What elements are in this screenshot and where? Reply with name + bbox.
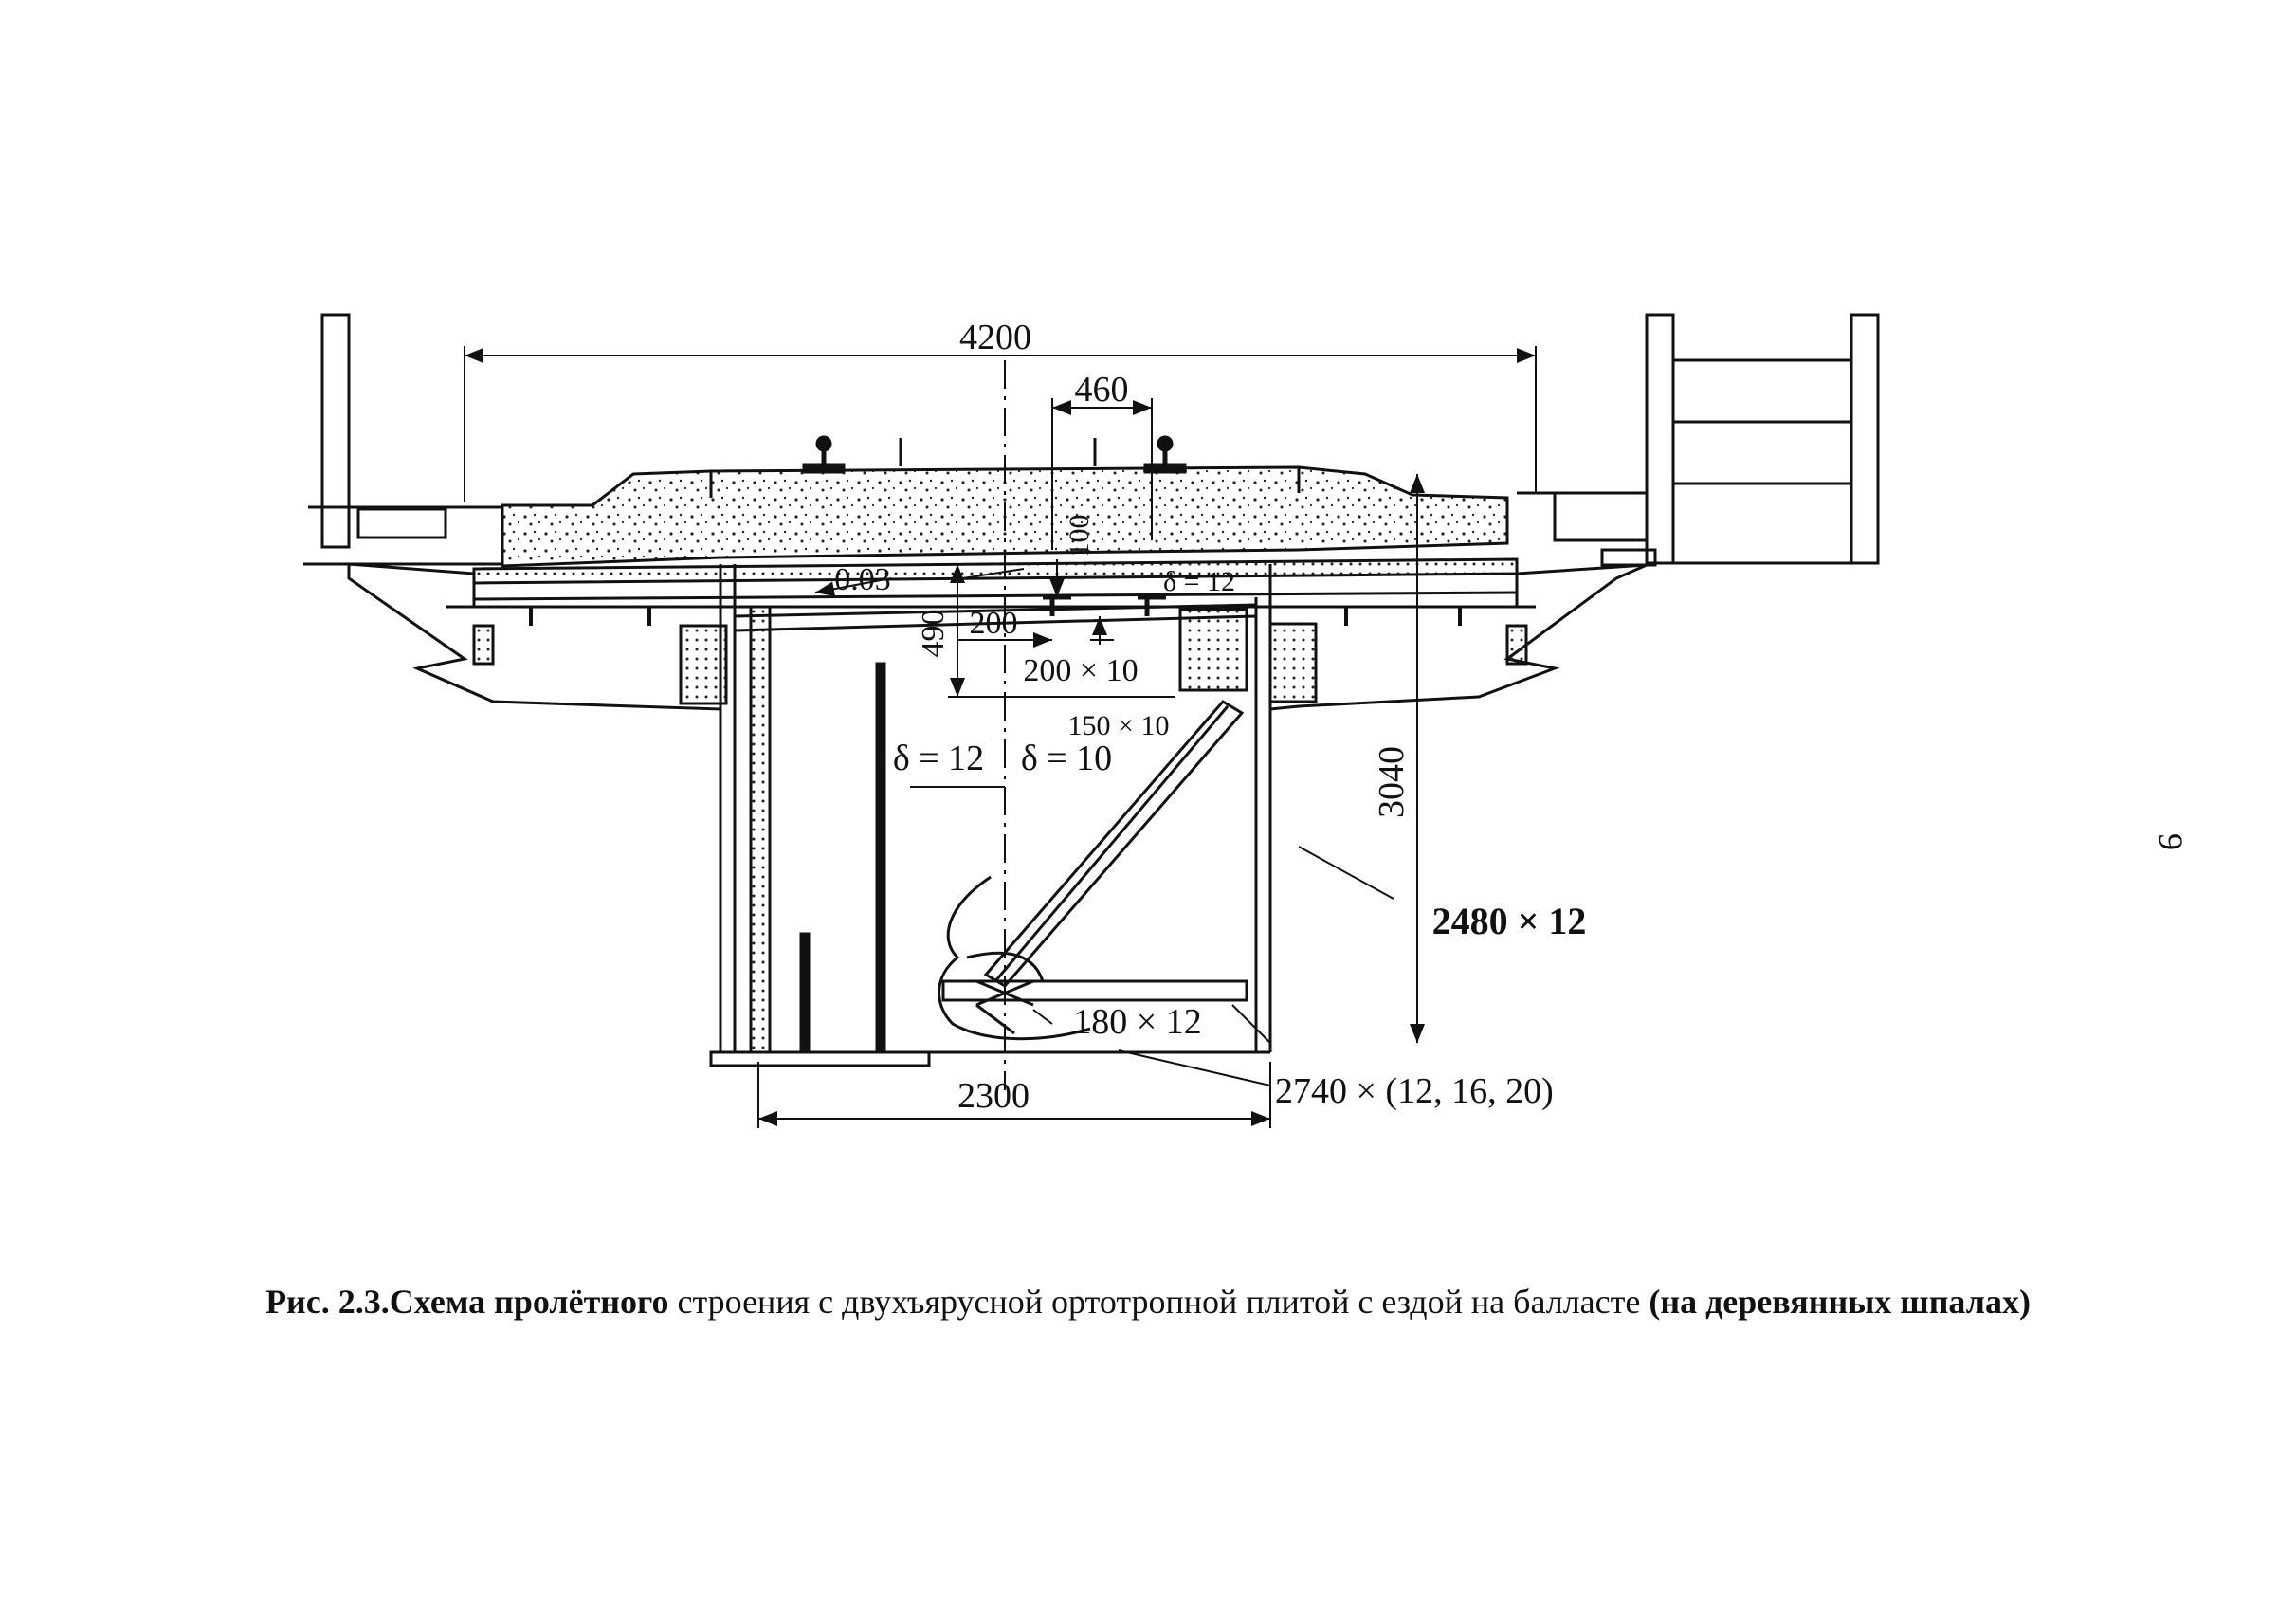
dim-cross-beam-height: 490 [916, 610, 951, 658]
caption-figure-number: Рис. 2.3. [265, 1283, 390, 1321]
dim-rib-spacing: 200 [970, 606, 1018, 641]
dim-web-right-thickness: δ = 10 [1021, 739, 1112, 778]
left-rail [802, 435, 902, 474]
dim-total-height: 3040 [1372, 746, 1412, 818]
dim-rail-offset: 460 [1075, 370, 1129, 410]
upper-deck-plate [472, 557, 1519, 585]
right-railing [1517, 313, 1880, 567]
dim-bottom-rib: 180 × 12 [1073, 1002, 1201, 1042]
caption-bold-part-1: Схема пролётного [389, 1283, 669, 1321]
dim-bottom-flange: 2740 × (12, 16, 20) [1275, 1071, 1554, 1111]
dim-rib-height: 100 [1064, 515, 1095, 557]
box-girder [709, 564, 1272, 1067]
right-rail [1093, 435, 1187, 474]
dim-slope: 0.03 [834, 562, 891, 597]
caption-text: строения с двухъярусной ортотропной плит… [668, 1283, 1649, 1321]
dim-overall-width: 4200 [959, 318, 1031, 357]
dim-upper-plate-thickness: δ = 12 [1163, 566, 1235, 597]
dim-box-width: 2300 [957, 1076, 1030, 1116]
page-number: 9 [2152, 833, 2190, 850]
right-cantilever [1268, 563, 1648, 711]
figure-caption: Рис. 2.3.Схема пролётного строения с дву… [0, 1282, 2296, 1322]
caption-bold-part-2: (на деревянных шпалах) [1649, 1283, 2031, 1321]
left-cantilever [347, 562, 722, 711]
dim-lower-rib: 150 × 10 [1068, 710, 1170, 741]
dim-web-size: 2480 × 12 [1432, 900, 1587, 942]
left-fence [303, 313, 502, 566]
dim-upper-rib: 200 × 10 [1023, 653, 1138, 688]
dim-web-left-thickness: δ = 12 [893, 739, 984, 778]
